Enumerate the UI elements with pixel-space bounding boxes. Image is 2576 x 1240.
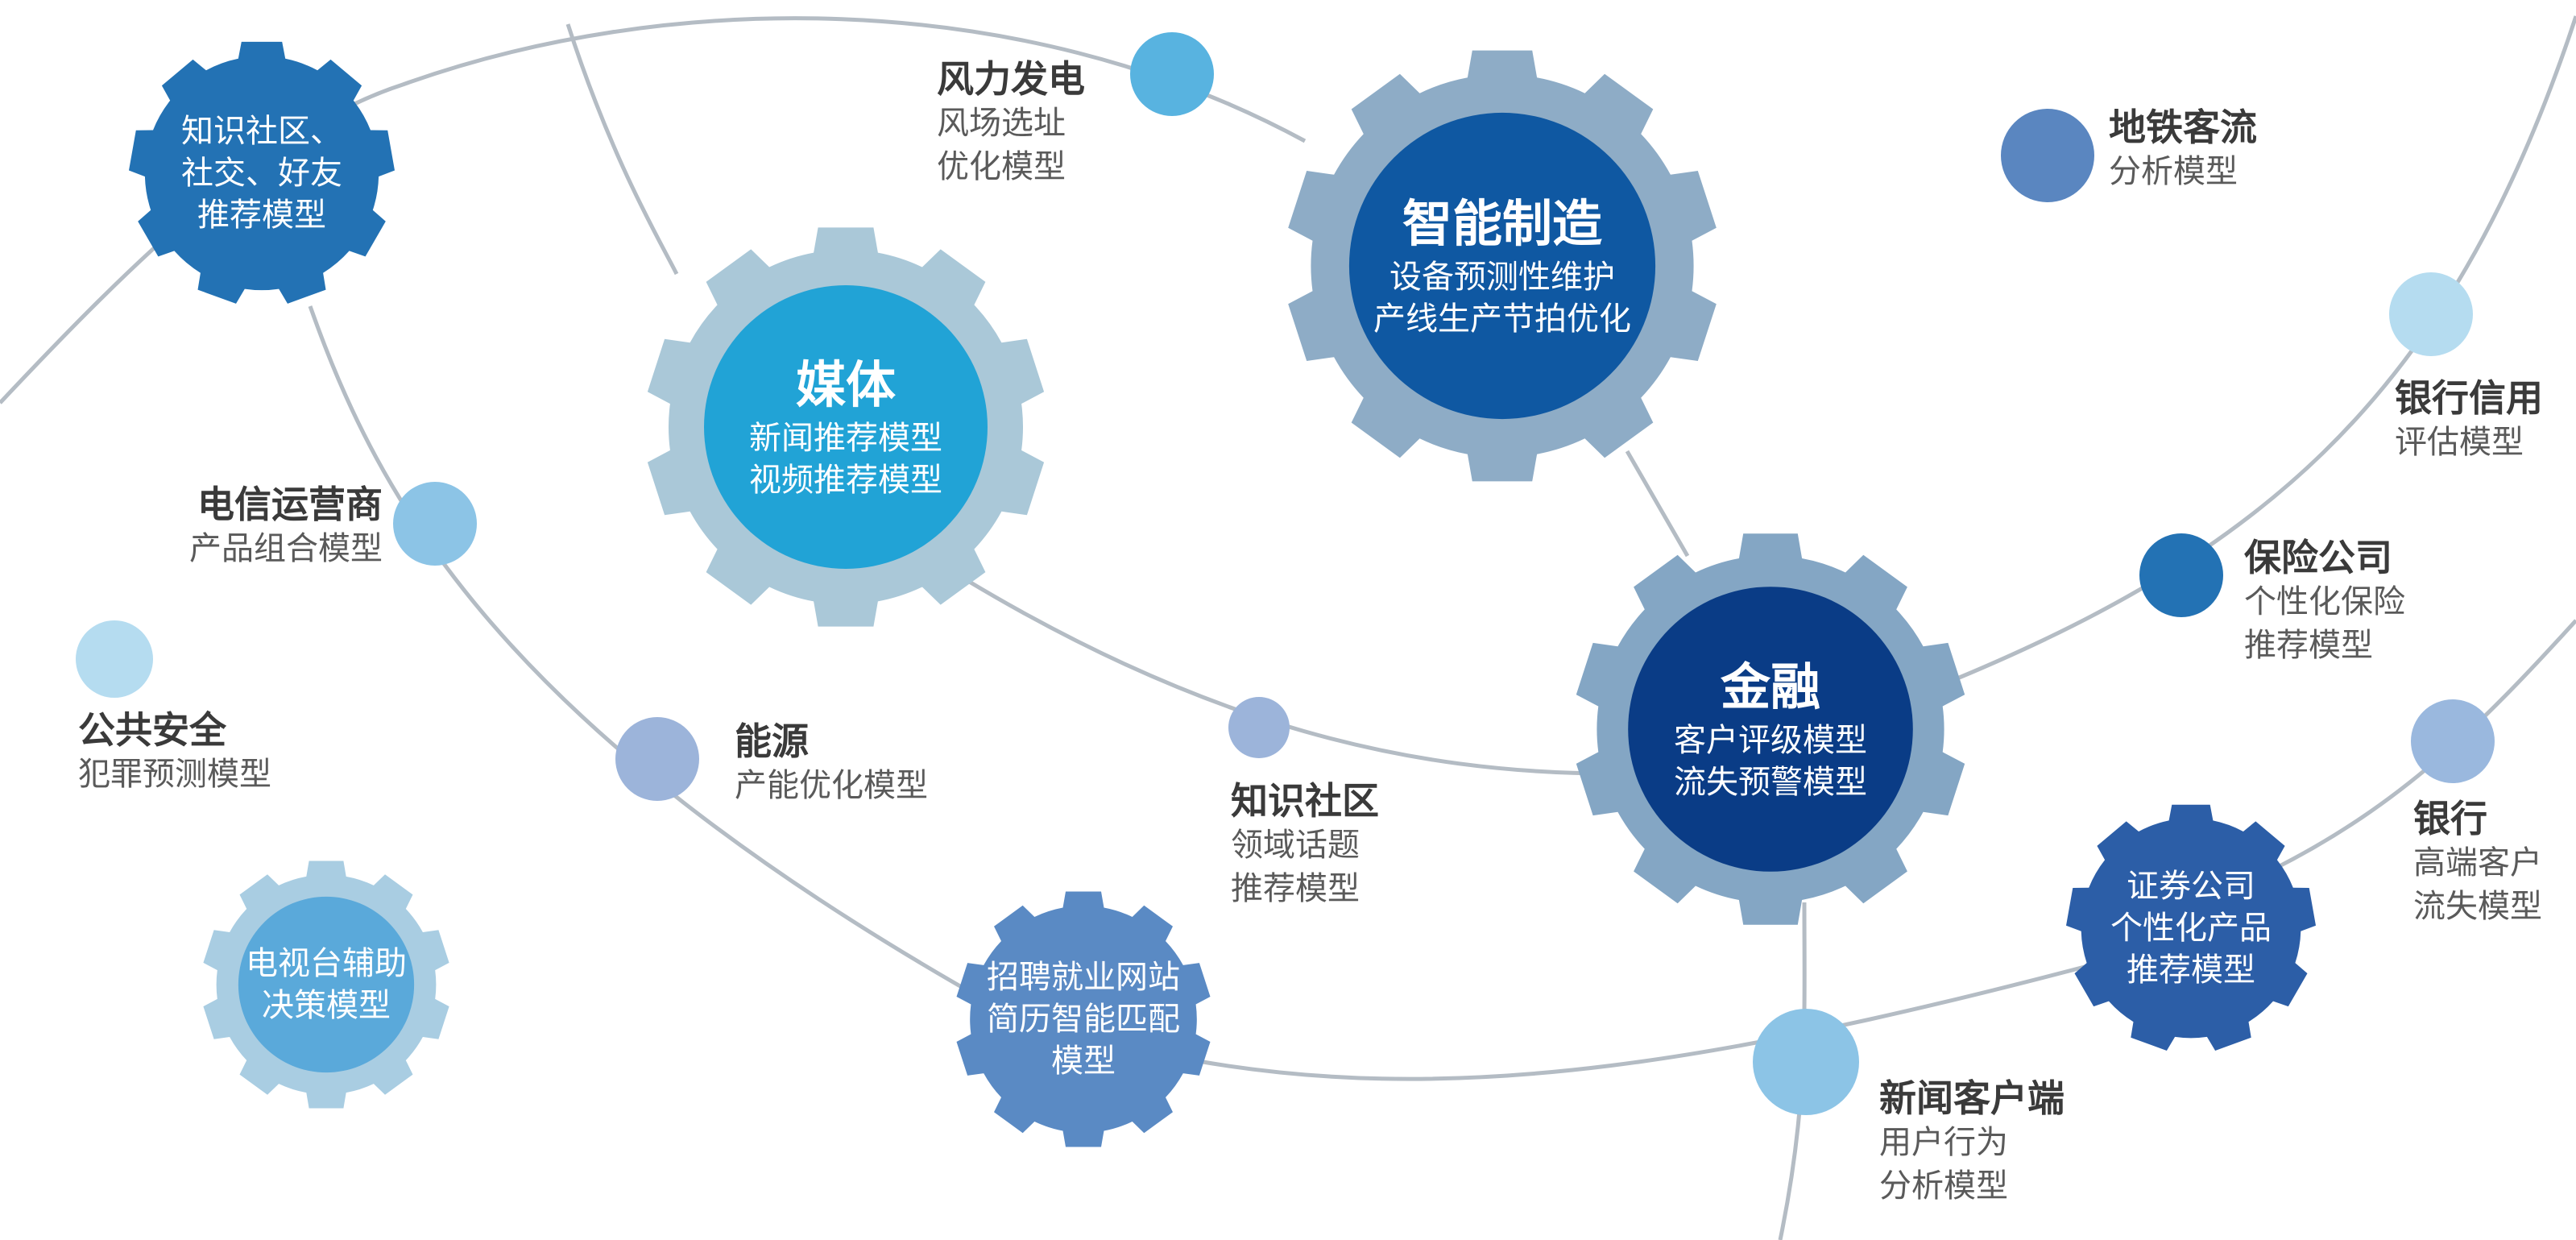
node-dot-telecom bbox=[393, 482, 477, 566]
gear-line: 推荐模型 bbox=[197, 197, 326, 234]
label-line: 产品组合模型 bbox=[189, 530, 383, 567]
label-title: 知识社区 bbox=[1231, 779, 1379, 823]
node-dot-metro bbox=[2001, 109, 2094, 202]
node-dot-bank-credit bbox=[2389, 272, 2473, 356]
label-line: 风场选址 bbox=[937, 105, 1066, 142]
gear-group bbox=[129, 41, 2316, 1147]
label-bank-credit: 银行信用 评估模型 bbox=[2395, 375, 2543, 464]
node-dot-public-safety bbox=[76, 620, 153, 698]
label-line: 推荐模型 bbox=[2244, 627, 2373, 664]
label-line: 高端客户 bbox=[2413, 844, 2542, 881]
label-energy: 能源 产能优化模型 bbox=[735, 719, 928, 807]
arc-top bbox=[0, 16, 1307, 404]
gear-line: 证券公司 bbox=[2127, 868, 2255, 905]
gear-face bbox=[238, 896, 415, 1073]
label-title: 公共安全 bbox=[78, 708, 226, 752]
gear-label-finance: 金融 客户评级模型 流失预警模型 bbox=[1609, 655, 1932, 803]
label-line: 用户行为 bbox=[1879, 1124, 2008, 1161]
gear-icon bbox=[2066, 804, 2316, 1051]
label-line: 流失模型 bbox=[2413, 888, 2542, 925]
gear-knowledge-social bbox=[129, 41, 395, 304]
label-line: 优化模型 bbox=[937, 148, 1066, 185]
node-group bbox=[76, 32, 2495, 1115]
gear-title-mfg: 智能制造 bbox=[1402, 194, 1602, 253]
gear-line: 知识社区、 bbox=[181, 113, 342, 150]
gear-finance bbox=[1576, 533, 1965, 925]
node-dot-knowledge-community bbox=[1228, 697, 1290, 758]
arc-bottom bbox=[1167, 940, 2176, 1081]
gear-line: 个性化产品 bbox=[2110, 910, 2272, 947]
gear-label-media: 媒体 新闻推荐模型 视频推荐模型 bbox=[685, 353, 1007, 501]
label-knowledge-community: 知识社区 领域话题 推荐模型 bbox=[1231, 778, 1379, 910]
label-title: 银行信用 bbox=[2395, 376, 2543, 420]
node-dot-news-client bbox=[1753, 1009, 1859, 1115]
gear-line: 电视台辅助 bbox=[246, 945, 407, 982]
label-line: 个性化保险 bbox=[2244, 583, 2405, 620]
label-title: 银行 bbox=[2413, 797, 2487, 840]
gear-line: 简历智能匹配 bbox=[987, 1001, 1180, 1038]
label-line: 分析模型 bbox=[1879, 1167, 2008, 1205]
label-wind: 风力发电 风场选址 优化模型 bbox=[937, 56, 1085, 189]
gear-line: 推荐模型 bbox=[2127, 952, 2255, 989]
gear-label-tv: 电视台辅助 决策模型 bbox=[181, 943, 471, 1026]
gear-face bbox=[1628, 587, 1913, 872]
label-title: 新闻客户端 bbox=[1879, 1076, 2065, 1120]
label-line: 评估模型 bbox=[2395, 424, 2524, 461]
label-news-client: 新闻客户端 用户行为 分析模型 bbox=[1879, 1076, 2065, 1208]
label-line: 产能优化模型 bbox=[735, 767, 928, 804]
arc-right-upper bbox=[1900, 15, 2576, 703]
connector-lines bbox=[0, 15, 2576, 1240]
gear-line: 模型 bbox=[1051, 1043, 1116, 1080]
gear-icon bbox=[956, 891, 1211, 1147]
label-telecom: 电信运营商 产品组合模型 bbox=[165, 482, 383, 570]
gear-recruit bbox=[956, 891, 1211, 1147]
gear-media bbox=[647, 227, 1045, 627]
gear-label-knowledge-social: 知识社区、 社交、好友 推荐模型 bbox=[117, 110, 407, 236]
gear-label-recruit: 招聘就业网站 简历智能匹配 模型 bbox=[938, 956, 1228, 1082]
gear-mfg bbox=[1288, 50, 1717, 482]
gear-line: 客户评级模型 bbox=[1674, 722, 1867, 759]
node-dot-wind bbox=[1130, 32, 1214, 116]
gear-icon bbox=[129, 41, 395, 304]
gear-line: 产线生产节拍优化 bbox=[1373, 301, 1631, 338]
arc-middle bbox=[965, 578, 1612, 776]
label-line: 领域话题 bbox=[1231, 827, 1360, 864]
gear-line: 设备预测性维护 bbox=[1389, 259, 1615, 296]
label-title: 电信运营商 bbox=[197, 483, 383, 526]
label-title: 保险公司 bbox=[2244, 536, 2392, 579]
node-dot-insurance bbox=[2139, 533, 2223, 617]
label-title: 地铁客流 bbox=[2109, 106, 2257, 149]
gear-line: 流失预警模型 bbox=[1674, 764, 1867, 801]
gear-line: 新闻推荐模型 bbox=[749, 420, 942, 457]
label-title: 风力发电 bbox=[937, 57, 1085, 101]
arc-mfg-finance bbox=[1625, 450, 1690, 558]
gear-label-securities: 证券公司 个性化产品 推荐模型 bbox=[2046, 865, 2336, 991]
gear-line: 决策模型 bbox=[262, 987, 391, 1024]
node-dot-energy bbox=[615, 717, 699, 801]
gear-line: 社交、好友 bbox=[181, 155, 342, 192]
node-dot-bank bbox=[2411, 699, 2495, 783]
gear-title-media: 媒体 bbox=[795, 355, 896, 414]
gear-title-finance: 金融 bbox=[1720, 657, 1820, 716]
label-public-safety: 公共安全 犯罪预测模型 bbox=[78, 707, 271, 796]
gear-face bbox=[1348, 112, 1656, 420]
gear-line: 视频推荐模型 bbox=[749, 462, 942, 499]
gear-securities bbox=[2066, 804, 2316, 1051]
label-bank: 银行 高端客户 流失模型 bbox=[2413, 796, 2542, 928]
gear-face bbox=[704, 285, 988, 569]
arc-media-branch bbox=[565, 23, 679, 276]
label-line: 分析模型 bbox=[2109, 153, 2238, 190]
arc-left-diagonal bbox=[308, 305, 984, 1002]
label-insurance: 保险公司 个性化保险 推荐模型 bbox=[2244, 535, 2405, 667]
label-line: 犯罪预测模型 bbox=[78, 756, 271, 793]
gear-label-mfg: 智能制造 设备预测性维护 产线生产节拍优化 bbox=[1341, 192, 1663, 340]
gear-tv bbox=[203, 861, 449, 1109]
gear-line: 招聘就业网站 bbox=[987, 959, 1180, 996]
label-title: 能源 bbox=[735, 720, 809, 763]
label-metro: 地铁客流 分析模型 bbox=[2109, 105, 2257, 193]
label-line: 推荐模型 bbox=[1231, 870, 1360, 907]
